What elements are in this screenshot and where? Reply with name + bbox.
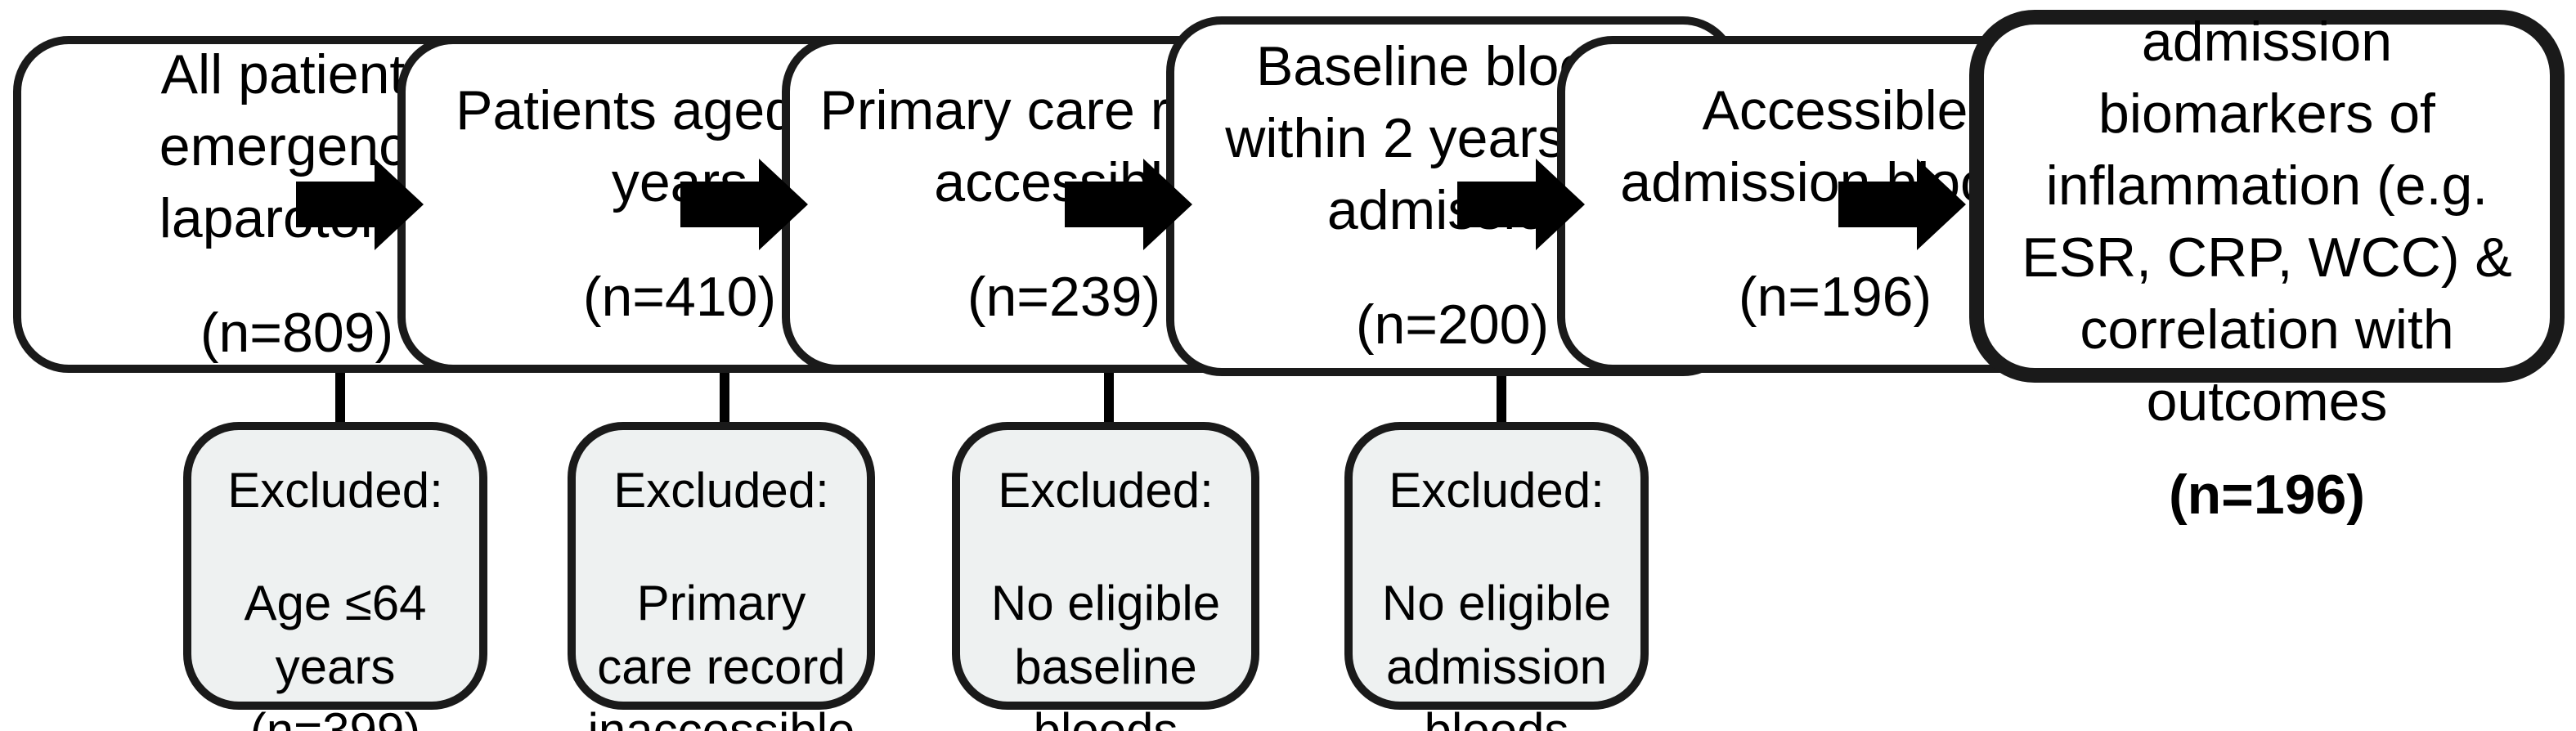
excluded-box-primary-care-record-inaccessible: Excluded: Primary care record inaccessib… bbox=[568, 422, 875, 731]
excluded-box-age-under-65: Excluded: Age ≤64 years (n=399) bbox=[183, 422, 487, 731]
excluded-box-title: Excluded: bbox=[1389, 464, 1604, 518]
arrow-2-to-3-icon bbox=[680, 159, 808, 250]
arrow-3-to-4-icon bbox=[1065, 159, 1192, 250]
excluded-box-reason: No eligible admission bloods bbox=[1381, 577, 1612, 731]
flow-box-count: (n=196) bbox=[2169, 464, 2365, 527]
excluded-box-no-eligible-baseline-bloods: Excluded: No eligible baseline bloods (n… bbox=[952, 422, 1259, 731]
arrow-4-to-5-icon bbox=[1457, 159, 1585, 250]
flow-box-count: (n=200) bbox=[1355, 294, 1550, 357]
excluded-box-title: Excluded: bbox=[613, 464, 829, 518]
flow-box-analysis-outcome: Analysis of pre-admission and admission … bbox=[1969, 0, 2565, 526]
excluded-box-title: Excluded: bbox=[998, 464, 1214, 518]
excluded-box-title: Excluded: bbox=[227, 464, 443, 518]
flow-box-count: (n=239) bbox=[967, 267, 1161, 330]
arrow-1-to-2-icon bbox=[296, 159, 424, 250]
excluded-box-count: (n=399) bbox=[250, 700, 421, 731]
excluded-box-reason: Primary care record inaccessible bbox=[588, 577, 855, 731]
excluded-box-reason: No eligible baseline bloods bbox=[990, 577, 1221, 731]
flow-box-body: Analysis of pre-admission and admission … bbox=[2022, 0, 2512, 434]
flow-box-count: (n=410) bbox=[582, 267, 777, 330]
arrow-5-to-6-icon bbox=[1838, 159, 1966, 250]
flow-box-count: (n=196) bbox=[1738, 267, 1932, 330]
excluded-box-no-eligible-admission-bloods: Excluded: No eligible admission bloods (… bbox=[1344, 422, 1649, 731]
flow-box-count: (n=809) bbox=[200, 303, 394, 366]
excluded-box-reason: Age ≤64 years bbox=[244, 577, 427, 695]
